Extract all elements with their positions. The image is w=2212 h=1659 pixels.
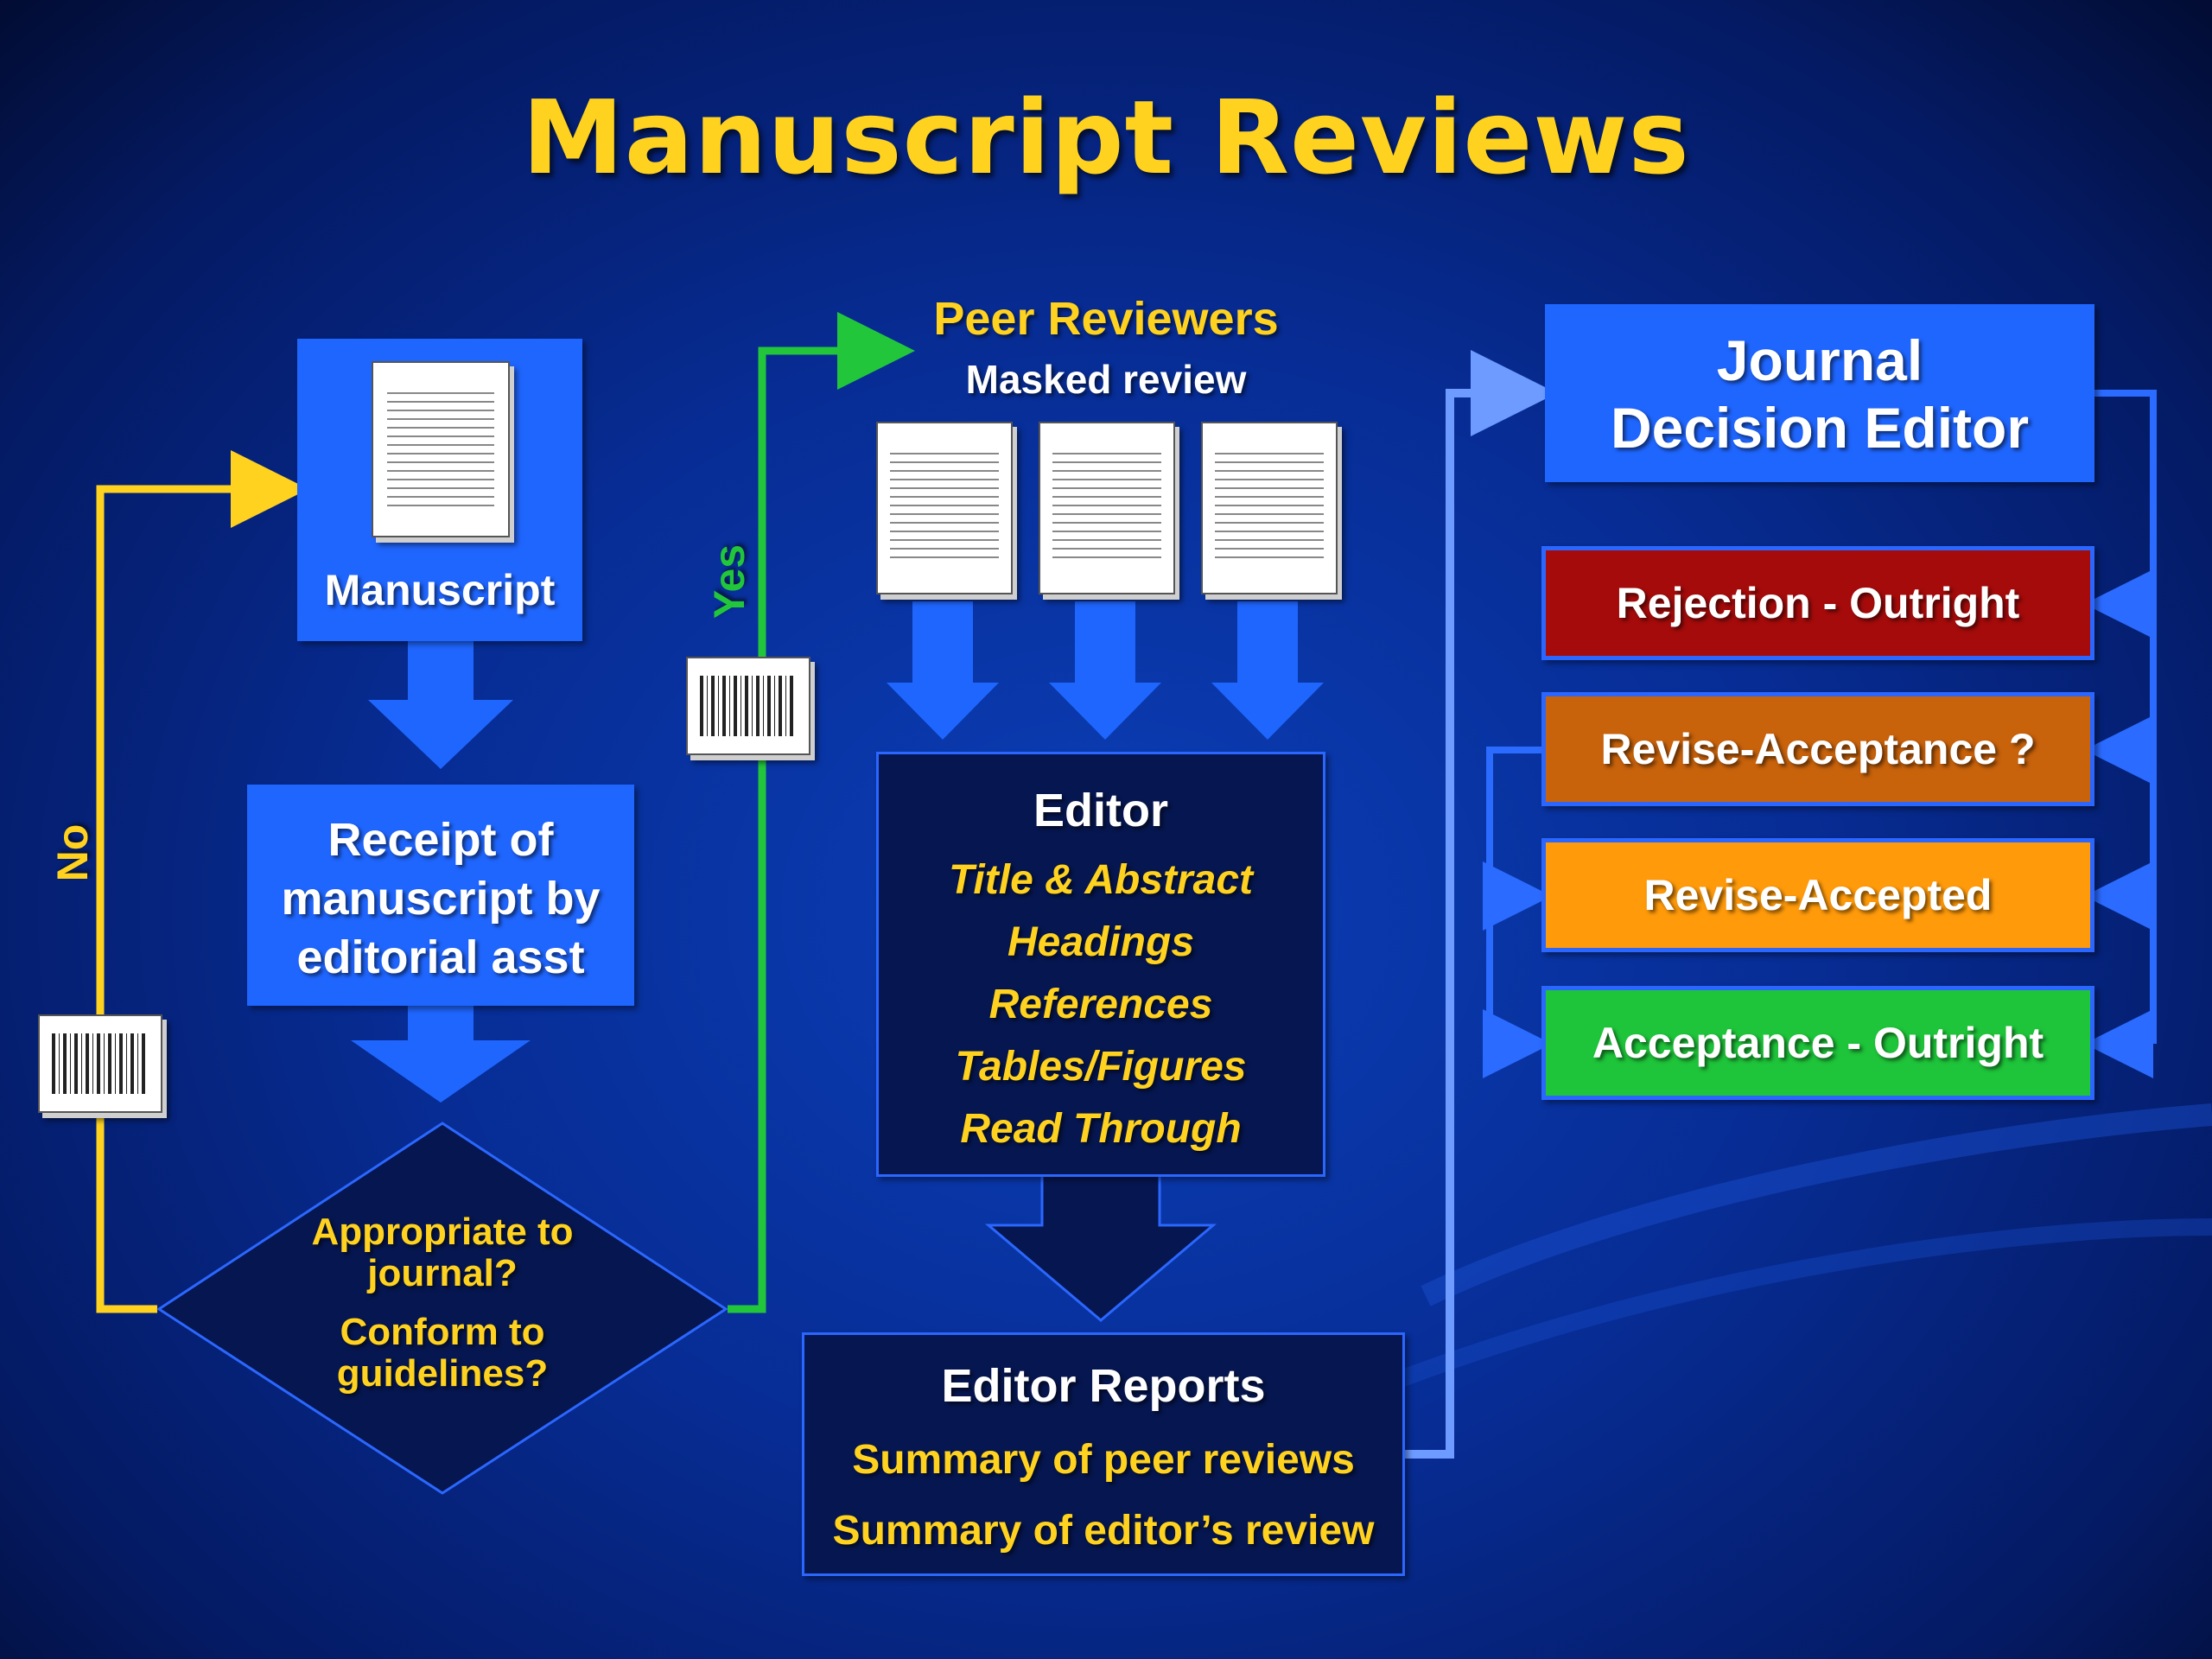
review-document-icon [1201,422,1338,594]
editor-title: Editor [1033,785,1168,836]
receipt-down-arrow [351,1004,531,1103]
editor-item: Headings [1007,919,1195,965]
editor-reports-box: Editor Reports Summary of peer reviews S… [802,1332,1405,1576]
review-document-icon [876,422,1013,594]
editor-reports-item: Summary of peer reviews [852,1437,1355,1483]
journal-editor-line: Decision Editor [1610,396,2030,460]
decision-line: guidelines? [336,1352,549,1395]
background-swoosh [1344,1218,2212,1408]
reviewer-down-arrow [1211,601,1324,740]
decision-line: Conform to [340,1311,545,1353]
editor-item: Read Through [960,1106,1242,1152]
journal-decision-editor-box: Journal Decision Editor [1545,304,2094,482]
yes-branch-line [728,312,915,1313]
journal-bracket-line [2094,390,2157,1044]
decision-diamond [156,1122,728,1495]
reviewer-down-arrow [1049,601,1161,740]
editor-item: References [988,982,1213,1027]
manuscript-box: Manuscript [297,339,582,641]
receipt-line: manuscript by [281,873,601,925]
peer-reviewers-title: Peer Reviewers [933,293,1279,345]
editor-down-arrow [984,1172,1217,1322]
editor-item: Title & Abstract [948,857,1254,903]
outcome-acceptance-outright: Acceptance - Outright [1541,986,2094,1100]
manuscript-down-arrow [368,641,513,769]
manuscript-label: Manuscript [324,566,556,614]
background-swoosh [1421,1103,2212,1306]
review-document-icon [1039,422,1175,594]
reports-to-journal-line [1405,350,1557,1459]
outcome-revise-accepted: Revise-Accepted [1541,838,2094,952]
decision-line: journal? [367,1252,518,1294]
outcome-revise-acceptance: Revise-Acceptance ? [1541,692,2094,806]
decision-line: Appropriate to [311,1211,574,1253]
manuscript-document-icon [372,361,510,537]
receipt-box: Receipt of manuscript by editorial asst [247,785,634,1006]
page-title: Manuscript Reviews [522,78,1690,197]
no-branch-line [96,450,308,1313]
reviewer-down-arrow [887,601,999,740]
outcome-rejection-outright: Rejection - Outright [1541,546,2094,660]
barcode-document-icon [38,1014,162,1113]
editor-reports-item: Summary of editor’s review [832,1508,1375,1554]
receipt-line: editorial asst [296,931,585,983]
peer-reviewers-subtitle: Masked review [965,357,1247,402]
editor-item: Tables/Figures [955,1044,1247,1090]
barcode-document-icon [686,657,810,755]
no-label: No [48,823,97,882]
yes-label: Yes [705,543,753,620]
decision-text: Appropriate to journal? Conform to guide… [270,1211,615,1395]
editor-box: Editor Title & Abstract Headings Referen… [876,752,1325,1177]
editor-reports-title: Editor Reports [941,1360,1266,1412]
receipt-line: Receipt of [327,814,554,866]
journal-editor-line: Journal [1716,328,1923,392]
